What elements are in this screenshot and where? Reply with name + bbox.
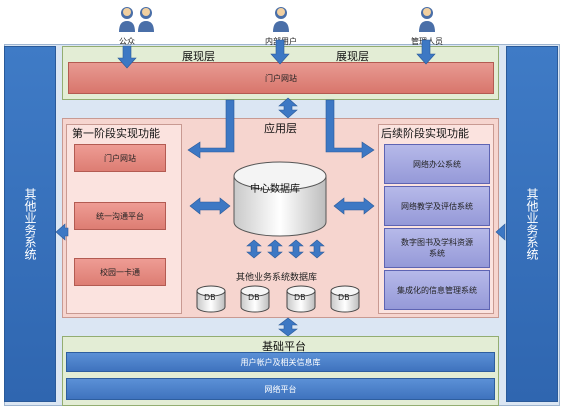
phase1-communication-label: 统一沟通平台 (96, 211, 144, 221)
other-db-label: 其他业务系统数据库 (236, 273, 318, 283)
foundation-layer-title: 基础平台 (262, 340, 306, 353)
network-platform-bar: 网络平台 (66, 378, 495, 400)
application-layer-title: 应用层 (264, 122, 297, 135)
db-label-1: DB (204, 293, 216, 302)
db-cylinder-2: DB (240, 284, 270, 314)
user-account-db-label: 用户帐户及相关信息库 (240, 357, 321, 367)
phase2-info-mgmt-box: 集成化的信息管理系统 (384, 270, 490, 310)
phase2-title: 后续阶段实现功能 (381, 127, 469, 140)
db-cylinder-3: DB (286, 284, 316, 314)
right-other-systems: 其他业务系统 (506, 46, 558, 402)
left-other-systems: 其他业务系统 (4, 46, 56, 402)
public-users-icon (118, 4, 164, 34)
phase2-library-box: 数字图书及学科资源系统 (384, 228, 490, 268)
center-database-icon (233, 161, 327, 237)
public-users-label: 公众 (119, 37, 135, 46)
center-database-label: 中心数据库 (250, 184, 300, 195)
portal-bar: 门户网站 (68, 62, 494, 94)
phase2-info-mgmt-label: 集成化的信息管理系统 (397, 285, 477, 295)
phase1-campus-card-box: 校园一卡通 (74, 258, 166, 286)
user-account-db-bar: 用户帐户及相关信息库 (66, 352, 495, 372)
phase1-portal-box: 门户网站 (74, 144, 166, 172)
left-other-systems-label: 其他业务系统 (23, 188, 37, 260)
db-label-2: DB (248, 293, 260, 302)
phase1-campus-card-label: 校园一卡通 (100, 267, 140, 277)
phase1-portal-label: 门户网站 (104, 153, 136, 163)
phase1-title: 第一阶段实现功能 (72, 127, 160, 140)
phase2-teaching-box: 网络教学及评估系统 (384, 186, 490, 226)
presentation-layer-title-right: 展现层 (336, 50, 369, 63)
presentation-layer-title-left: 展现层 (182, 50, 215, 63)
phase1-communication-box: 统一沟通平台 (74, 202, 166, 230)
db-label-3: DB (294, 293, 306, 302)
db-cylinder-4: DB (330, 284, 360, 314)
admin-user-icon (416, 4, 438, 34)
db-label-4: DB (338, 293, 350, 302)
phase2-teaching-label: 网络教学及评估系统 (401, 201, 473, 211)
portal-bar-label: 门户网站 (265, 73, 297, 83)
internal-user-icon (270, 4, 292, 34)
phase2-office-label: 网络办公系统 (413, 159, 461, 169)
phase2-library-label: 数字图书及学科资源系统 (401, 238, 473, 258)
phase2-office-box: 网络办公系统 (384, 144, 490, 184)
db-cylinder-1: DB (196, 284, 226, 314)
network-platform-label: 网络平台 (264, 384, 297, 394)
right-other-systems-label: 其他业务系统 (525, 188, 539, 260)
